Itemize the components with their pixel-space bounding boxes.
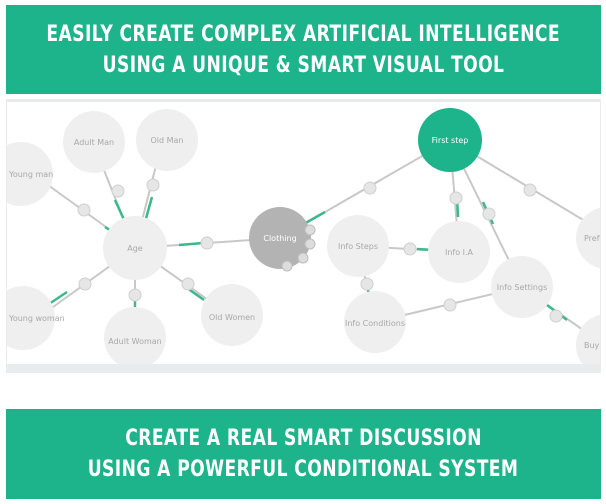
node-label: Adult Man	[74, 138, 114, 147]
node-old-man[interactable]: Old Man	[136, 109, 198, 171]
node-label: Info Steps	[338, 242, 378, 251]
graph-editor-frame: Young man Adult Man Old Man Age Young wo…	[6, 99, 601, 373]
node-clothing[interactable]: Clothing	[249, 207, 316, 272]
node-young-woman[interactable]: Young woman	[7, 286, 65, 350]
node-label: Age	[127, 244, 143, 253]
node-label: Old Man	[150, 136, 183, 145]
node-info-conditions[interactable]: Info Conditions	[344, 291, 406, 353]
header-banner: EASILY CREATE COMPLEX ARTIFICIAL INTELLI…	[6, 5, 601, 94]
header-line-1: EASILY CREATE COMPLEX ARTIFICIAL INTELLI…	[46, 21, 561, 47]
footer-banner: CREATE A REAL SMART DISCUSSION USING A P…	[6, 409, 601, 499]
node-label: Info I.A	[445, 248, 474, 257]
node-pref[interactable]: Pref	[576, 207, 600, 269]
node-buy[interactable]: Buy	[576, 314, 600, 364]
node-adult-woman[interactable]: Adult Woman	[104, 307, 166, 364]
graph-editor-canvas[interactable]: Young man Adult Man Old Man Age Young wo…	[7, 102, 600, 364]
node-label: Info Conditions	[345, 319, 405, 328]
node-info-steps[interactable]: Info Steps	[327, 215, 389, 277]
node-adult-man[interactable]: Adult Man	[63, 111, 125, 173]
node-label: Young man	[8, 170, 53, 179]
footer-line-2: USING A POWERFUL CONDITIONAL SYSTEM	[88, 457, 519, 482]
edge-handles[interactable]	[77, 178, 563, 323]
node-label: Buy	[584, 341, 600, 350]
node-label: Pref	[584, 234, 600, 243]
node-label: Info Settings	[497, 283, 548, 292]
node-info-ia[interactable]: Info I.A	[428, 221, 490, 283]
graph-nodes[interactable]: Young man Adult Man Old Man Age Young wo…	[7, 108, 600, 364]
node-old-woman[interactable]: Old Women	[201, 284, 263, 346]
node-label: Clothing	[263, 234, 296, 243]
node-first-step[interactable]: First step	[418, 108, 482, 172]
header-line-2: USING A UNIQUE & SMART VISUAL TOOL	[102, 52, 505, 78]
node-label: Old Women	[209, 313, 255, 322]
node-young-man[interactable]: Young man	[7, 142, 53, 206]
node-label: Young woman	[8, 314, 65, 323]
node-age[interactable]: Age	[103, 216, 167, 280]
node-action-handles[interactable]	[281, 224, 316, 272]
footer-line-1: CREATE A REAL SMART DISCUSSION	[125, 426, 482, 451]
node-label: First step	[432, 136, 469, 145]
node-info-settings[interactable]: Info Settings	[491, 256, 553, 318]
node-label: Adult Woman	[108, 337, 161, 346]
node-graph[interactable]: Young man Adult Man Old Man Age Young wo…	[7, 102, 600, 364]
